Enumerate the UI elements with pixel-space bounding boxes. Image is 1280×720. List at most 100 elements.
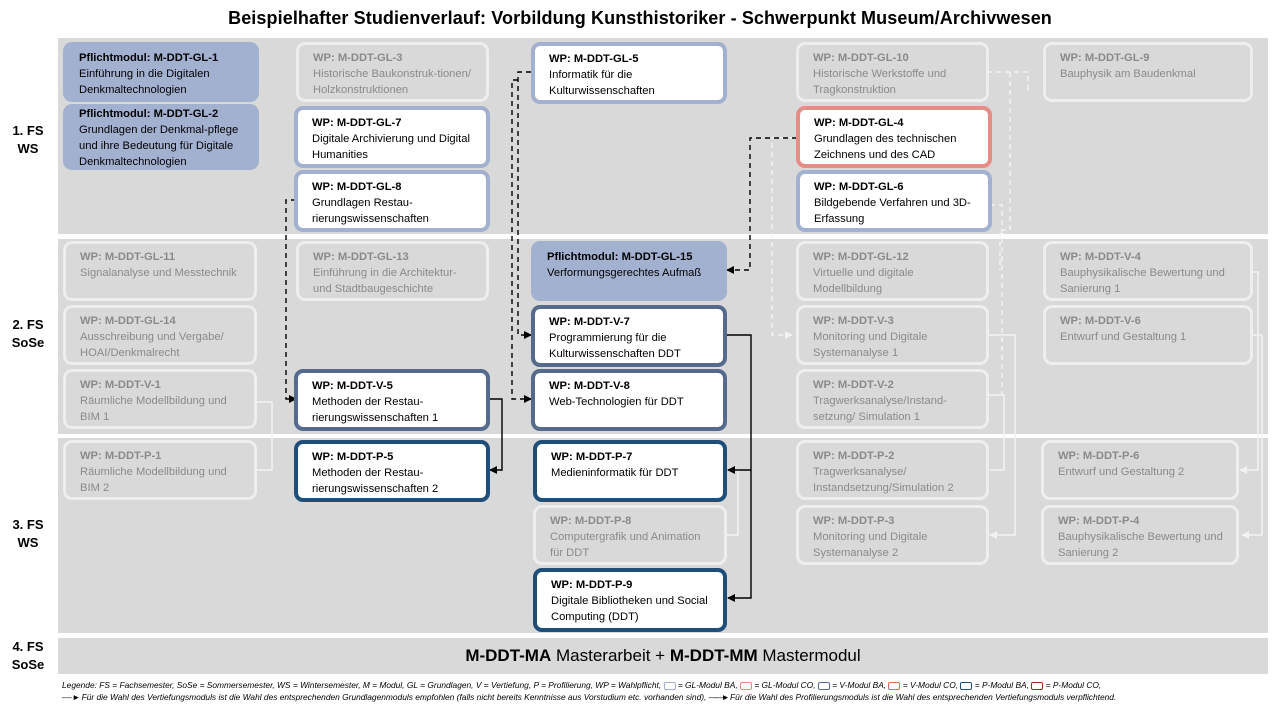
legend-key-gl-co: = GL-Modul CO, xyxy=(754,680,816,690)
module-gl3[interactable]: WP: M-DDT-GL-3 Historische Baukonstruk-t… xyxy=(296,42,489,102)
master-module-bar: M-DDT-MA Masterarbeit + M-DDT-MM Masterm… xyxy=(58,638,1268,674)
legend-key-p-co: = P-Modul CO, xyxy=(1045,680,1102,690)
legend: Legende: FS = Fachsemester, SoSe = Somme… xyxy=(62,679,1272,703)
module-title: Digitale Archivierung und Digital Humani… xyxy=(312,133,470,161)
dashed-link-gl5-v8 xyxy=(511,79,532,403)
module-gl7[interactable]: WP: M-DDT-GL-7 Digitale Archivierung und… xyxy=(294,106,490,168)
legend-swatch-v-ba xyxy=(817,681,830,690)
module-title: Tragwerksanalyse/ Instandsetzung/Simulat… xyxy=(813,466,954,494)
module-gl13[interactable]: WP: M-DDT-GL-13 Einführung in die Archit… xyxy=(296,241,489,301)
legend-swatch-p-ba xyxy=(960,681,973,690)
module-gl15[interactable]: Pflichtmodul: M-DDT-GL-15 Verformungsger… xyxy=(531,241,727,301)
module-gl11[interactable]: WP: M-DDT-GL-11 Signalanalyse und Messte… xyxy=(63,241,257,301)
module-title: Einführung in die Digitalen Denkmaltechn… xyxy=(79,68,210,96)
module-code: WP: M-DDT-GL-5 xyxy=(549,53,639,65)
master-text-ma: Masterarbeit + xyxy=(555,646,670,665)
module-code: WP: M-DDT-GL-14 xyxy=(80,315,176,327)
module-p4[interactable]: WP: M-DDT-P-4 Bauphysikalische Bewertung… xyxy=(1041,505,1239,565)
module-p2[interactable]: WP: M-DDT-P-2 Tragwerksanalyse/ Instands… xyxy=(796,440,989,500)
module-gl10[interactable]: WP: M-DDT-GL-10 Historische Werkstoffe u… xyxy=(796,42,989,102)
module-p3[interactable]: WP: M-DDT-P-3 Monitoring und Digitale Sy… xyxy=(796,505,989,565)
module-v8[interactable]: WP: M-DDT-V-8 Web-Technologien für DDT xyxy=(531,369,727,431)
module-code: WP: M-DDT-P-7 xyxy=(551,451,633,463)
module-p6[interactable]: WP: M-DDT-P-6 Entwurf und Gestaltung 2 xyxy=(1041,440,1239,500)
solid-link-v1-p1 xyxy=(246,401,273,474)
solid-link-v4-p6 xyxy=(1239,271,1259,474)
module-title: Grundlagen des technischen Zeichnens und… xyxy=(814,133,957,161)
module-p9[interactable]: WP: M-DDT-P-9 Digitale Bibliotheken und … xyxy=(533,568,727,632)
solid-link-v6-p4 xyxy=(1241,334,1263,539)
dashed-link-gl5-v7 xyxy=(517,71,532,339)
module-v6[interactable]: WP: M-DDT-V-6 Entwurf und Gestaltung 1 xyxy=(1043,305,1253,365)
module-p5[interactable]: WP: M-DDT-P-5 Methoden der Restau-rierun… xyxy=(294,440,490,502)
module-code: WP: M-DDT-V-2 xyxy=(813,379,894,391)
solid-link-p8-p7 xyxy=(722,470,739,536)
solid-link-v7-p7 xyxy=(724,334,752,474)
module-gl2[interactable]: Pflichtmodul: M-DDT-GL-2 Grundlagen der … xyxy=(63,104,259,170)
module-gl12[interactable]: WP: M-DDT-GL-12 Virtuelle und digitale M… xyxy=(796,241,989,301)
module-v7[interactable]: WP: M-DDT-V-7 Programmierung für die Kul… xyxy=(531,305,727,367)
legend-line-1: Legende: FS = Fachsemester, SoSe = Somme… xyxy=(62,679,1272,691)
module-gl9[interactable]: WP: M-DDT-GL-9 Bauphysik am Baudenkmal xyxy=(1043,42,1253,102)
module-title: Methoden der Restau-rierungswissenschaft… xyxy=(312,396,439,424)
module-gl1[interactable]: Pflichtmodul: M-DDT-GL-1 Einführung in d… xyxy=(63,42,259,102)
module-title: Bauphysikalische Bewertung und Sanierung… xyxy=(1060,267,1225,295)
dashed-link-gl10-gl12 xyxy=(999,72,1011,270)
module-title: Grundlagen der Denkmal-pflege und ihre B… xyxy=(79,124,239,168)
module-title: Web-Technologien für DDT xyxy=(549,396,684,408)
module-code: WP: M-DDT-V-4 xyxy=(1060,251,1141,263)
module-v3[interactable]: WP: M-DDT-V-3 Monitoring und Digitale Sy… xyxy=(796,305,989,365)
module-p1[interactable]: WP: M-DDT-P-1 Räumliche Modellbildung un… xyxy=(63,440,257,500)
module-p8[interactable]: WP: M-DDT-P-8 Computergrafik und Animati… xyxy=(533,505,727,565)
module-code: WP: M-DDT-GL-10 xyxy=(813,52,909,64)
module-code: WP: M-DDT-P-3 xyxy=(813,515,895,527)
module-title: Computergrafik und Animation für DDT xyxy=(550,531,701,559)
module-gl4[interactable]: WP: M-DDT-GL-4 Grundlagen des technische… xyxy=(796,106,992,168)
module-gl6[interactable]: WP: M-DDT-GL-6 Bildgebende Verfahren und… xyxy=(796,170,992,232)
module-v2[interactable]: WP: M-DDT-V-2 Tragwerksanalyse/Instand-s… xyxy=(796,369,989,429)
legend-key-v-co: = V-Modul CO, xyxy=(902,680,959,690)
module-v4[interactable]: WP: M-DDT-V-4 Bauphysikalische Bewertung… xyxy=(1043,241,1253,301)
module-title: Verformungsgerechtes Aufmaß xyxy=(547,267,702,279)
module-v1[interactable]: WP: M-DDT-V-1 Räumliche Modellbildung un… xyxy=(63,369,257,429)
module-gl14[interactable]: WP: M-DDT-GL-14 Ausschreibung und Vergab… xyxy=(63,305,257,365)
master-code-ma: M-DDT-MA xyxy=(465,646,552,665)
module-code: WP: M-DDT-P-2 xyxy=(813,450,895,462)
module-title: Tragwerksanalyse/Instand-setzung/ Simula… xyxy=(813,395,947,423)
dashed-link-gl10-v3 xyxy=(987,71,1029,90)
module-gl5[interactable]: WP: M-DDT-GL-5 Informatik für die Kultur… xyxy=(531,42,727,104)
module-code: WP: M-DDT-P-5 xyxy=(312,451,394,463)
legend-key-gl-ba: = GL-Modul BA, xyxy=(677,680,738,690)
module-title: Methoden der Restau-rierungswissenschaft… xyxy=(312,467,439,495)
module-code: WP: M-DDT-GL-7 xyxy=(312,117,402,129)
module-title: Monitoring und Digitale Systemanalyse 2 xyxy=(813,531,928,559)
solid-link-v5-p5 xyxy=(488,398,503,474)
module-title: Bildgebende Verfahren und 3D-Erfassung xyxy=(814,197,971,225)
module-code: WP: M-DDT-V-5 xyxy=(312,380,393,392)
module-code: WP: M-DDT-GL-4 xyxy=(814,117,904,129)
module-code: WP: M-DDT-V-3 xyxy=(813,315,894,327)
module-title: Ausschreibung und Vergabe/ HOAI/Denkmalr… xyxy=(80,331,224,359)
module-code: WP: M-DDT-P-6 xyxy=(1058,450,1140,462)
module-code: WP: M-DDT-GL-8 xyxy=(312,181,402,193)
legend-abbreviations: Legende: FS = Fachsemester, SoSe = Somme… xyxy=(62,680,662,690)
module-code: WP: M-DDT-P-4 xyxy=(1058,515,1140,527)
module-p7[interactable]: WP: M-DDT-P-7 Medieninformatik für DDT xyxy=(533,440,727,502)
module-title: Räumliche Modellbildung und BIM 2 xyxy=(80,466,227,494)
module-title: Entwurf und Gestaltung 1 xyxy=(1060,331,1187,343)
master-code-mm: M-DDT-MM xyxy=(669,646,758,665)
module-v5[interactable]: WP: M-DDT-V-5 Methoden der Restau-rierun… xyxy=(294,369,490,431)
solid-link-v7-p9 xyxy=(727,470,752,602)
module-code: WP: M-DDT-V-8 xyxy=(549,380,630,392)
module-code: WP: M-DDT-V-1 xyxy=(80,379,161,391)
legend-key-v-ba: = V-Modul BA, xyxy=(832,680,887,690)
module-code: WP: M-DDT-V-6 xyxy=(1060,315,1141,327)
module-gl8[interactable]: WP: M-DDT-GL-8 Grundlagen Restau-rierung… xyxy=(294,170,490,232)
dashed-link-gl8-v5 xyxy=(285,199,297,403)
module-code: WP: M-DDT-P-8 xyxy=(550,515,632,527)
module-code: WP: M-DDT-GL-12 xyxy=(813,251,909,263)
module-code: Pflichtmodul: M-DDT-GL-15 xyxy=(547,251,693,263)
